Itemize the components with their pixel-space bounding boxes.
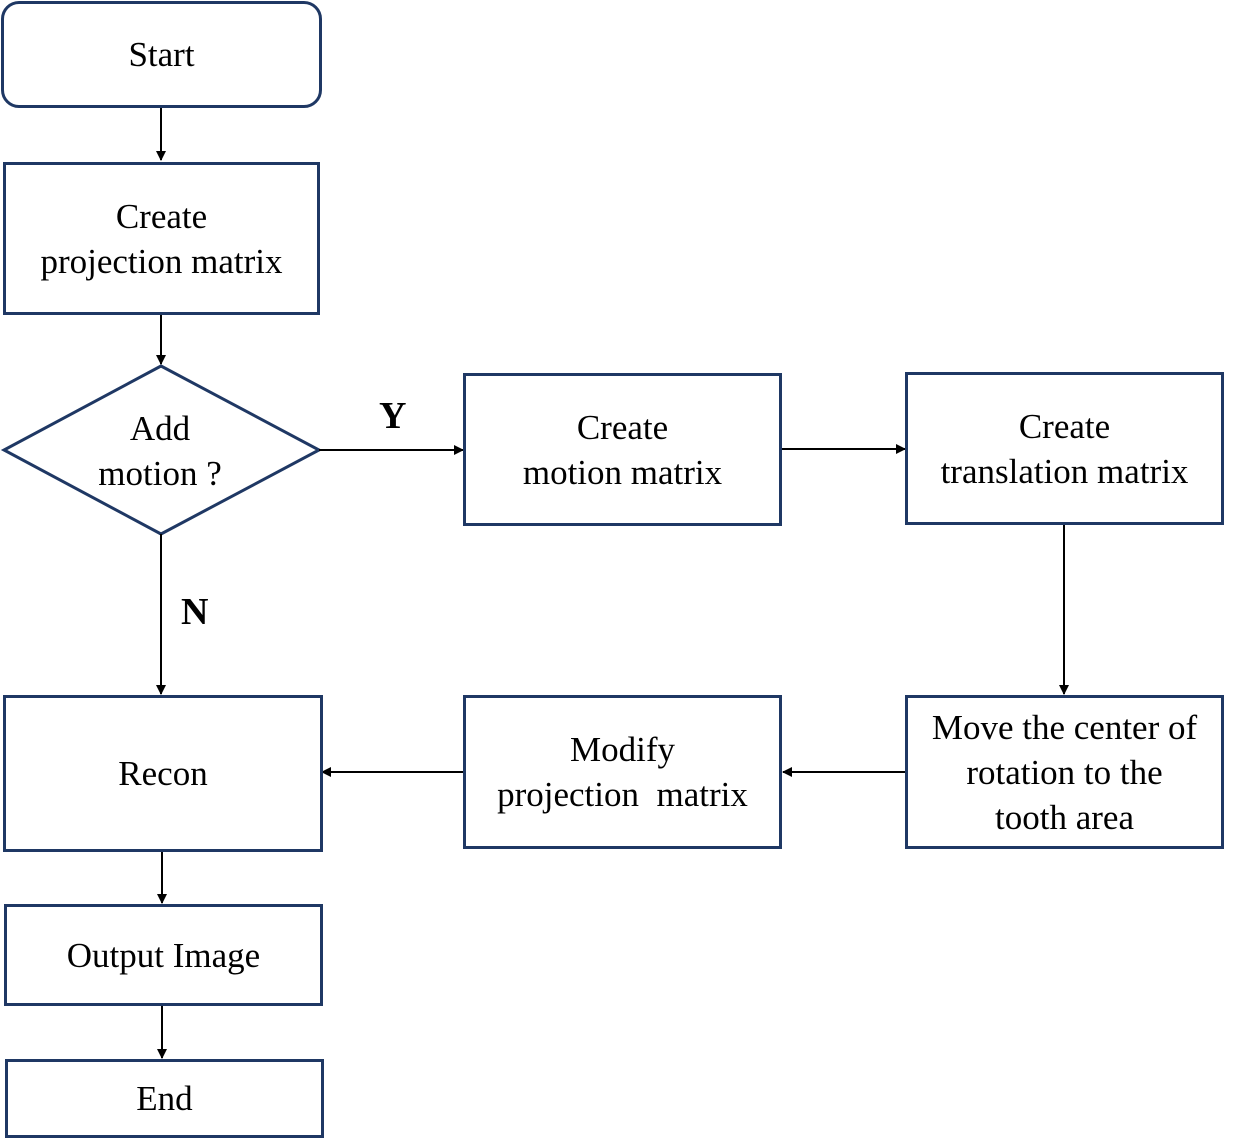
move-center-label: Move the center of rotation to the tooth… xyxy=(931,707,1198,837)
end-node: End xyxy=(5,1059,324,1138)
create-motion-node: Create motion matrix xyxy=(463,373,782,526)
create-projection-node: Create projection matrix xyxy=(3,162,320,315)
decision-node: Add motion ? xyxy=(0,366,320,536)
end-label: End xyxy=(136,1079,193,1118)
no-branch-label: N xyxy=(181,591,209,633)
start-label: Start xyxy=(128,35,195,74)
recon-label: Recon xyxy=(118,754,208,793)
decision-label: Add motion ? xyxy=(98,409,222,493)
create-projection-label: Create projection matrix xyxy=(40,196,283,281)
move-center-node: Move the center of rotation to the tooth… xyxy=(905,695,1224,849)
create-motion-label: Create motion matrix xyxy=(522,407,723,492)
create-translation-label: Create translation matrix xyxy=(940,406,1189,491)
output-image-node: Output Image xyxy=(4,904,323,1006)
start-node: Start xyxy=(1,1,322,108)
create-translation-node: Create translation matrix xyxy=(905,372,1224,525)
modify-projection-node: Modify projection matrix xyxy=(463,695,782,849)
modify-projection-label: Modify projection matrix xyxy=(497,730,748,814)
recon-node: Recon xyxy=(3,695,323,852)
output-image-label: Output Image xyxy=(66,935,261,975)
yes-branch-label: Y xyxy=(379,395,407,437)
